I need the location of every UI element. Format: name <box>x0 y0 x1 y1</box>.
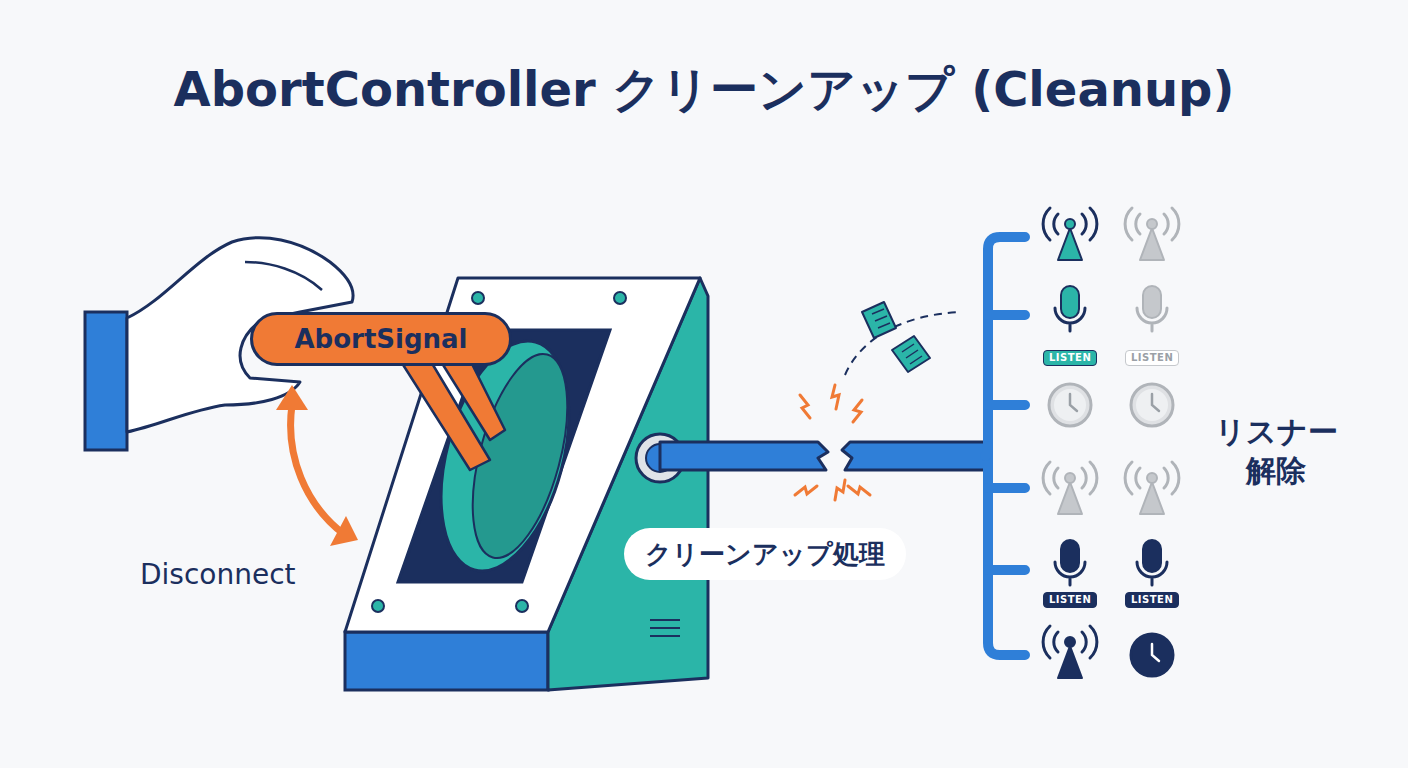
process-pill: クリーンアップ処理 <box>624 528 906 580</box>
listen-badge: LISTEN <box>1043 350 1097 366</box>
node-text: AbortSignal <box>294 324 467 354</box>
title: AbortController クリーンアップ (Cleanup) <box>0 58 1408 122</box>
side-label: リスナー 解除 <box>1208 412 1344 490</box>
listen-badge: LISTEN <box>1125 350 1179 366</box>
signal-cylinder: AbortSignal <box>250 312 512 366</box>
listen-badge: LISTEN <box>1125 592 1179 608</box>
action-label: Disconnect <box>140 558 296 591</box>
listen-badge: LISTEN <box>1043 592 1097 608</box>
node-text: クリーンアップ処理 <box>645 537 885 572</box>
